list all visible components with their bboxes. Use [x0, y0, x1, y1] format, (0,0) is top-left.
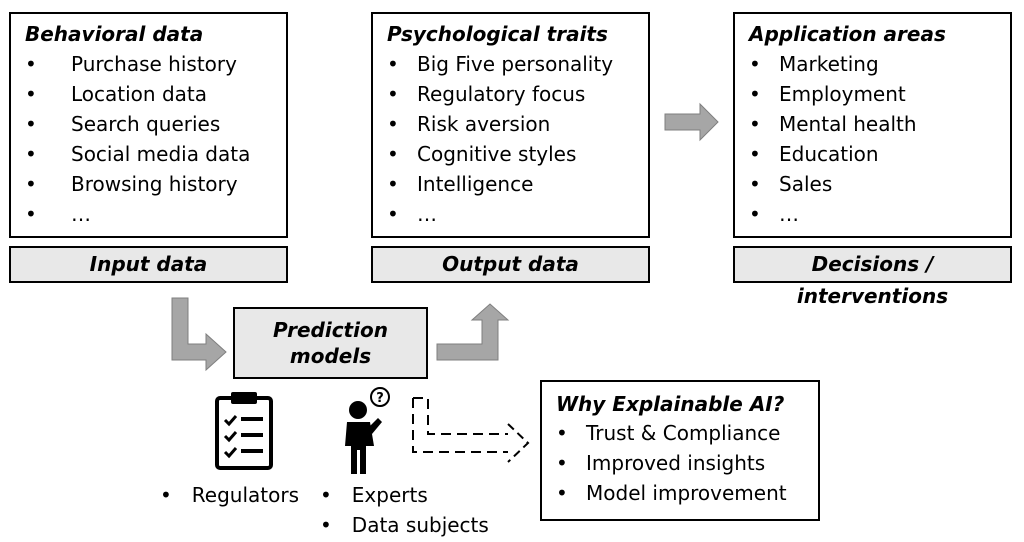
bullet-icon: •: [320, 513, 332, 537]
bullet-icon: •: [749, 142, 761, 166]
bullet-icon: •: [320, 483, 332, 507]
bullet-icon: •: [556, 421, 568, 445]
list-item: •…: [749, 199, 996, 229]
psychological-traits-list: •Big Five personality •Regulatory focus …: [387, 49, 634, 229]
list-item: •Big Five personality: [387, 49, 634, 79]
decisions-interventions-label: Decisions / interventions: [733, 246, 1012, 308]
bullet-icon: •: [387, 142, 399, 166]
arrow-models-to-output: [436, 303, 510, 361]
bullet-icon: •: [749, 112, 761, 136]
psychological-traits-box: Psychological traits •Big Five personali…: [371, 12, 650, 238]
regulators-list: • Regulators: [160, 480, 299, 510]
list-item: •Regulatory focus: [387, 79, 634, 109]
list-item: •Browsing history: [25, 169, 272, 199]
application-areas-title: Application areas: [749, 22, 946, 46]
bullet-icon: •: [387, 172, 399, 196]
list-item: •…: [25, 199, 272, 229]
list-item: •Intelligence: [387, 169, 634, 199]
bullet-icon: •: [25, 112, 37, 136]
why-explainable-ai-box: Why Explainable AI? •Trust & Compliance …: [540, 380, 820, 521]
prediction-models-box: Prediction models: [233, 307, 428, 379]
prediction-models-line2: models: [289, 344, 372, 368]
arrow-output-to-application: [664, 102, 719, 142]
list-item: •Mental health: [749, 109, 996, 139]
list-item: •Education: [749, 139, 996, 169]
bullet-icon: •: [25, 202, 37, 226]
bullet-icon: •: [387, 202, 399, 226]
input-data-label: Input data: [9, 246, 288, 283]
list-item: •Risk aversion: [387, 109, 634, 139]
list-item: •Employment: [749, 79, 996, 109]
dashed-arrowhead: [507, 423, 530, 463]
why-explainable-ai-list: •Trust & Compliance •Improved insights •…: [556, 418, 804, 508]
regulators-label: Regulators: [191, 483, 300, 507]
application-areas-box: Application areas •Marketing •Employment…: [733, 12, 1012, 238]
bullet-icon: •: [749, 202, 761, 226]
why-explainable-ai-title: Why Explainable AI?: [556, 392, 785, 416]
list-item: •Improved insights: [556, 448, 804, 478]
bullet-icon: •: [749, 172, 761, 196]
list-item: •Search queries: [25, 109, 272, 139]
output-data-label: Output data: [371, 246, 650, 283]
list-item: • Experts: [320, 480, 489, 510]
arrow-input-to-models: [171, 297, 227, 372]
list-item: • Data subjects: [320, 510, 489, 540]
list-item: •Trust & Compliance: [556, 418, 804, 448]
bullet-icon: •: [556, 481, 568, 505]
list-item: •Cognitive styles: [387, 139, 634, 169]
list-item: •Model improvement: [556, 478, 804, 508]
svg-text:?: ?: [376, 391, 384, 406]
list-item: •Sales: [749, 169, 996, 199]
bullet-icon: •: [387, 112, 399, 136]
behavioral-data-title: Behavioral data: [25, 22, 204, 46]
bullet-icon: •: [749, 52, 761, 76]
experts-label: Experts: [351, 483, 428, 507]
bullet-icon: •: [25, 172, 37, 196]
bullet-icon: •: [160, 483, 172, 507]
clipboard-checklist-icon: [215, 392, 273, 470]
prediction-models-line1: Prediction: [273, 318, 388, 342]
dashed-arrow-to-xai: [412, 397, 508, 453]
list-item: • Regulators: [160, 480, 299, 510]
behavioral-data-list: •Purchase history •Location data •Search…: [25, 49, 272, 229]
question-mark-icon: ?: [370, 387, 390, 407]
behavioral-data-box: Behavioral data •Purchase history •Locat…: [9, 12, 288, 238]
list-item: •Purchase history: [25, 49, 272, 79]
psychological-traits-title: Psychological traits: [387, 22, 608, 46]
list-item: •Location data: [25, 79, 272, 109]
experts-list: • Experts • Data subjects: [320, 480, 489, 540]
application-areas-list: •Marketing •Employment •Mental health •E…: [749, 49, 996, 229]
list-item: •Marketing: [749, 49, 996, 79]
thinking-person-icon: [345, 401, 382, 474]
list-item: •…: [387, 199, 634, 229]
list-item: •Social media data: [25, 139, 272, 169]
bullet-icon: •: [25, 52, 37, 76]
bullet-icon: •: [387, 52, 399, 76]
bullet-icon: •: [556, 451, 568, 475]
bullet-icon: •: [25, 142, 37, 166]
bullet-icon: •: [25, 82, 37, 106]
data-subjects-label: Data subjects: [351, 513, 489, 537]
bullet-icon: •: [387, 82, 399, 106]
bullet-icon: •: [749, 82, 761, 106]
